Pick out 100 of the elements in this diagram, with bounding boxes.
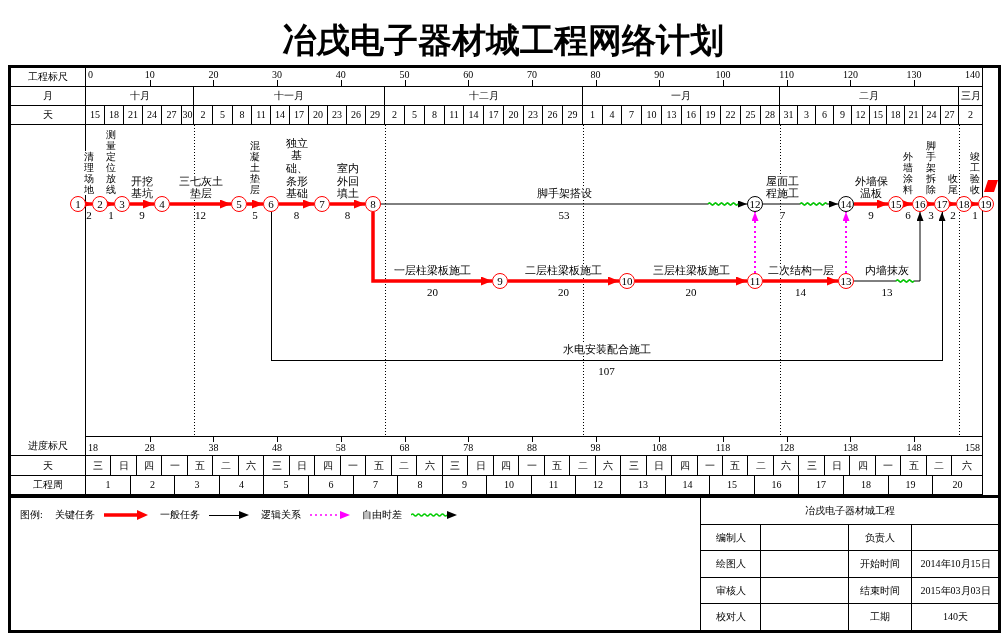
weekday-label: 六	[774, 456, 799, 475]
task-label: 屋面工程施工	[766, 174, 799, 200]
day-number: 26	[347, 106, 366, 124]
weekday-label: 二	[213, 456, 239, 475]
week-number: 9	[443, 476, 487, 494]
day-number: 12	[852, 106, 870, 124]
day-number: 5	[405, 106, 425, 124]
task-label: 清理场地	[84, 151, 94, 195]
ruler-number: 20	[208, 70, 219, 80]
day-number: 2	[385, 106, 405, 124]
duration-number: 8	[344, 210, 351, 221]
weekday-label: 五	[188, 456, 213, 475]
ruler-number: 120	[842, 70, 858, 80]
weekday-label: 五	[545, 456, 570, 475]
weekday-label: 三	[443, 456, 468, 475]
ruler-number: 0	[88, 70, 93, 80]
duration-number: 53	[558, 210, 570, 221]
thick-arrow	[330, 199, 365, 209]
diagram-title: 冶戌电子器材城工程网络计划	[281, 21, 724, 61]
arrow	[270, 211, 946, 361]
task-label: 外墙保温板	[854, 174, 888, 200]
weekday-label: 五	[366, 456, 392, 475]
day-number: 18	[887, 106, 905, 124]
field-label: 工期	[849, 604, 912, 630]
task-label: 测量定位放线	[106, 129, 116, 195]
ruler-number: 40	[335, 70, 346, 80]
legend-label: 逻辑关系	[260, 510, 301, 520]
week-number: 13	[621, 476, 666, 494]
thick-arrow	[247, 199, 263, 209]
duration-number: 7	[779, 210, 786, 221]
weekday-label: 一	[698, 456, 723, 475]
week-number: 18	[844, 476, 889, 494]
thick-arrow	[763, 276, 838, 286]
dotted-arrow	[842, 211, 850, 274]
weekday-label: 一	[162, 456, 188, 475]
day-number: 8	[233, 106, 252, 124]
field-label: 开始时间	[849, 551, 912, 578]
ruler-number: 130	[906, 70, 922, 80]
row-heading: 天	[11, 106, 86, 124]
weekday-label: 一	[876, 456, 901, 475]
field-label: 负责人	[849, 525, 912, 551]
field-value: 2014年10月15日	[912, 551, 999, 578]
ruler-number: 108	[651, 443, 667, 453]
week-number: 7	[354, 476, 398, 494]
day-number: 27	[941, 106, 959, 124]
day-number: 19	[701, 106, 721, 124]
thick-arrow	[854, 199, 888, 209]
ruler-number: 48	[272, 443, 283, 453]
duration-number: 6	[905, 210, 911, 221]
arrow	[380, 200, 748, 208]
ruler-number: 110	[779, 70, 794, 80]
month-name: 一月	[583, 87, 780, 105]
month-name: 十月	[86, 87, 194, 105]
ruler-number: 78	[463, 443, 474, 453]
week-number: 15	[710, 476, 755, 494]
weekday-label: 四	[672, 456, 698, 475]
ruler-number: 70	[526, 70, 537, 80]
ruler-number: 140	[965, 70, 980, 80]
weekday-label: 六	[239, 456, 264, 475]
weekday-label: 四	[137, 456, 162, 475]
row-heading: 工程周	[11, 476, 86, 494]
ruler-number: 88	[526, 443, 537, 453]
duration-number: 12	[195, 210, 206, 221]
weekday-label: 六	[417, 456, 443, 475]
day-number: 4	[603, 106, 622, 124]
week-number: 20	[933, 476, 983, 494]
day-number: 14	[271, 106, 290, 124]
day-number: 16	[682, 106, 701, 124]
day-number: 26	[543, 106, 563, 124]
legend-label: 关键任务	[54, 510, 95, 520]
thick-arrow	[279, 199, 314, 209]
task-label: 二层柱梁板施工	[525, 264, 602, 277]
row-heading: 天	[11, 456, 86, 475]
task-label: 竣工验收	[970, 151, 980, 195]
ruler-number: 28	[144, 443, 155, 453]
week-number: 11	[532, 476, 576, 494]
field-label: 校对人	[701, 604, 761, 630]
day-number: 23	[524, 106, 543, 124]
day-number: 20	[309, 106, 328, 124]
ruler-number: 58	[335, 443, 346, 453]
ruler-number: 98	[590, 443, 601, 453]
day-number: 8	[425, 106, 445, 124]
thick-arrow	[901, 199, 912, 209]
day-number: 25	[741, 106, 761, 124]
day-number: 28	[761, 106, 780, 124]
thick-arrow	[170, 199, 231, 209]
row-heading: 进度标尺	[11, 437, 86, 455]
duration-number: 20	[685, 287, 697, 298]
day-number: 24	[923, 106, 941, 124]
duration-number: 1	[972, 210, 978, 221]
day-number: 18	[105, 106, 124, 124]
day-number: 6	[816, 106, 834, 124]
ruler-number: 38	[208, 443, 219, 453]
task-label: 混凝土垫层	[250, 140, 260, 195]
ruler-number: 138	[842, 443, 858, 453]
month-name: 三月	[959, 87, 983, 105]
weekday-label: 日	[825, 456, 850, 475]
duration-number: 8	[293, 210, 300, 221]
day-number: 2	[194, 106, 213, 124]
weekday-label: 日	[111, 456, 137, 475]
